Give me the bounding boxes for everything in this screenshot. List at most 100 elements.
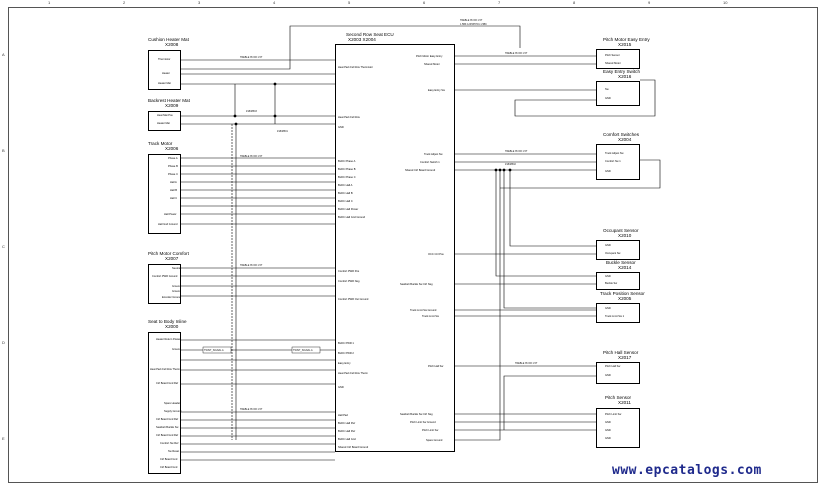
component-part: X2006 [165, 146, 179, 151]
component-pin: Sw [605, 88, 609, 91]
track-motor-block [148, 154, 181, 234]
component-pin: Track Adjust Sw [605, 152, 624, 155]
component-pin: Heater Return Power [156, 338, 181, 341]
wire-spec-label: TREBLE 35 OR 1.5T [460, 19, 483, 22]
component-pin: GND [605, 374, 611, 377]
component-pin: Comfort PWR Ground [152, 275, 178, 278]
ecu-pin: BLDC Hall B [338, 192, 353, 195]
component-part: X2007 [165, 256, 179, 261]
column-label: 2 [123, 0, 126, 5]
component-part: X2000 [165, 324, 179, 329]
component-pin: Heat Pad 2nd Row Therm [150, 368, 180, 371]
ecu-pin: Heat Pad 2nd Row [338, 116, 360, 119]
ecu-title: Second Row Seat ECU [346, 32, 394, 37]
ecu-pin: Easy Entry [338, 362, 351, 365]
component-title: Cushion Heater Mat [148, 37, 189, 42]
component-pin: Phase B [168, 165, 178, 168]
component-pin: Sw Reset [168, 450, 180, 453]
component-title: Pitch Motor Easy Entry [603, 37, 650, 42]
ecu-pin: BLDC Hall Pwr [338, 422, 356, 425]
ecu-pin: Comfort Switch 1 [420, 161, 440, 164]
component-pin: Seatbelt Buckle Sw [156, 426, 179, 429]
component-part: X2017 [618, 355, 632, 360]
splice-label: Z1848502 [505, 163, 516, 166]
ecu-pin: Hall Pad [338, 414, 348, 417]
occupant-sensor-block [596, 240, 640, 260]
component-pin: Phase C [168, 173, 178, 176]
ecu-pin: Easy Entry Sw [428, 89, 445, 92]
component-part: X2014 [618, 265, 632, 270]
component-title: Track Position Sensor [600, 291, 645, 296]
pitch-motor-comfort-block [148, 264, 181, 304]
twist-label: TWIST_SIGNAL A [293, 349, 313, 352]
component-pin: Ground [172, 290, 181, 293]
ecu-pin: Spare Ground [426, 439, 443, 442]
component-pin: Ctrl Board Gnd Ref [156, 382, 179, 385]
component-title: Seat to Body Inline [148, 319, 187, 324]
component-part: X2009 [165, 103, 179, 108]
wire-spec-label: 1.5BK 12P4P6701 1.5BK [460, 23, 487, 26]
component-pin: Buckle Sw [605, 282, 618, 285]
component-pin: Heater Mat [158, 82, 171, 85]
column-label: 6 [423, 0, 426, 5]
buckle-sensor-block [596, 272, 640, 290]
component-pin: Hall B [170, 189, 177, 192]
component-title: Pitch Sensor [605, 395, 632, 400]
ecu-pin: Pitch Hall Sw [428, 365, 444, 368]
column-label: 10 [723, 0, 728, 5]
component-title: Backrest Heater Mat [148, 98, 190, 103]
component-title: Buckle Sensor [606, 260, 636, 265]
component-pin: Hall Gnd Ground [158, 223, 178, 226]
component-pin: Pitch Limit Sw [605, 413, 622, 416]
wire-spec-label: TREBLE 35 OR 1.5T [505, 150, 528, 153]
easy-entry-switch-block [596, 81, 640, 106]
sheet-border [8, 7, 818, 483]
ecu-pin: Comfort PWR Out Ground [338, 298, 369, 301]
column-label: 1 [48, 0, 51, 5]
ecu-pin: Pitch Motor Easy Entry [416, 55, 443, 58]
wire-spec-label: TREBLE 35 OR 1.5T [505, 52, 528, 55]
ecu-pin: Seatbelt Buckle Sw Ctrl Neg [400, 283, 433, 286]
component-pin: Neutral [172, 267, 181, 270]
component-part: X2010 [618, 233, 632, 238]
ecu-pin: Track Limit Sw [422, 315, 439, 318]
component-pin: Occupant Sw [605, 252, 621, 255]
component-pin: Hall Power [164, 213, 177, 216]
component-pin: GND [605, 97, 611, 100]
ecu-part: X2003 X2004 [348, 37, 376, 42]
ecu-pin: GND [338, 386, 344, 389]
splice-label: Z1848503 [246, 110, 257, 113]
component-pin: Hall C [170, 197, 178, 200]
ecu-pin: BLDC Hall C [338, 200, 353, 203]
component-pin: Ground [172, 348, 181, 351]
ecu-pin: Seatbelt Buckle Sw Ctrl Neg [400, 413, 433, 416]
ecu-pin: Shared Ctrl Board Ground [405, 169, 436, 172]
component-pin: Heater Mat [157, 122, 170, 125]
component-pin: Comfort Sw Ref [160, 442, 179, 445]
column-label: 7 [498, 0, 501, 5]
component-title: Pitch Hall Sensor [603, 350, 639, 355]
component-pin: Hall A [170, 181, 177, 184]
component-pin: Spare Header [164, 402, 181, 405]
component-title: Easy Entry Switch [603, 69, 641, 74]
component-pin: Heater [162, 72, 170, 75]
row-label: C [2, 244, 5, 249]
component-pin: Supply Ground [164, 410, 182, 413]
ecu-pin: Heat Pad 2nd Row Thermistor [338, 66, 373, 69]
ecu-pin: Comfort PWR Neg [338, 280, 360, 283]
component-pin: Ctrl Board Gnd [160, 466, 178, 469]
component-pin: Heat Mat Pos [157, 114, 173, 117]
component-part: X2015 [618, 42, 632, 47]
component-pin: Phase A [168, 157, 178, 160]
component-title: Occupant Sensor [603, 228, 639, 233]
column-label: 4 [273, 0, 276, 5]
component-pin: Ctrl Board Gnd Ref [156, 434, 179, 437]
component-pin: Ground [172, 285, 181, 288]
component-pin: Pitch Hall Sw [605, 365, 621, 368]
cushion-heater-mat-block [148, 50, 181, 90]
backrest-heater-mat-block [148, 111, 181, 131]
ecu-pin: BLDC Phase A [338, 160, 356, 163]
ecu-pin: BLDC Hall Gnd [338, 438, 356, 441]
row-label: E [2, 436, 5, 441]
